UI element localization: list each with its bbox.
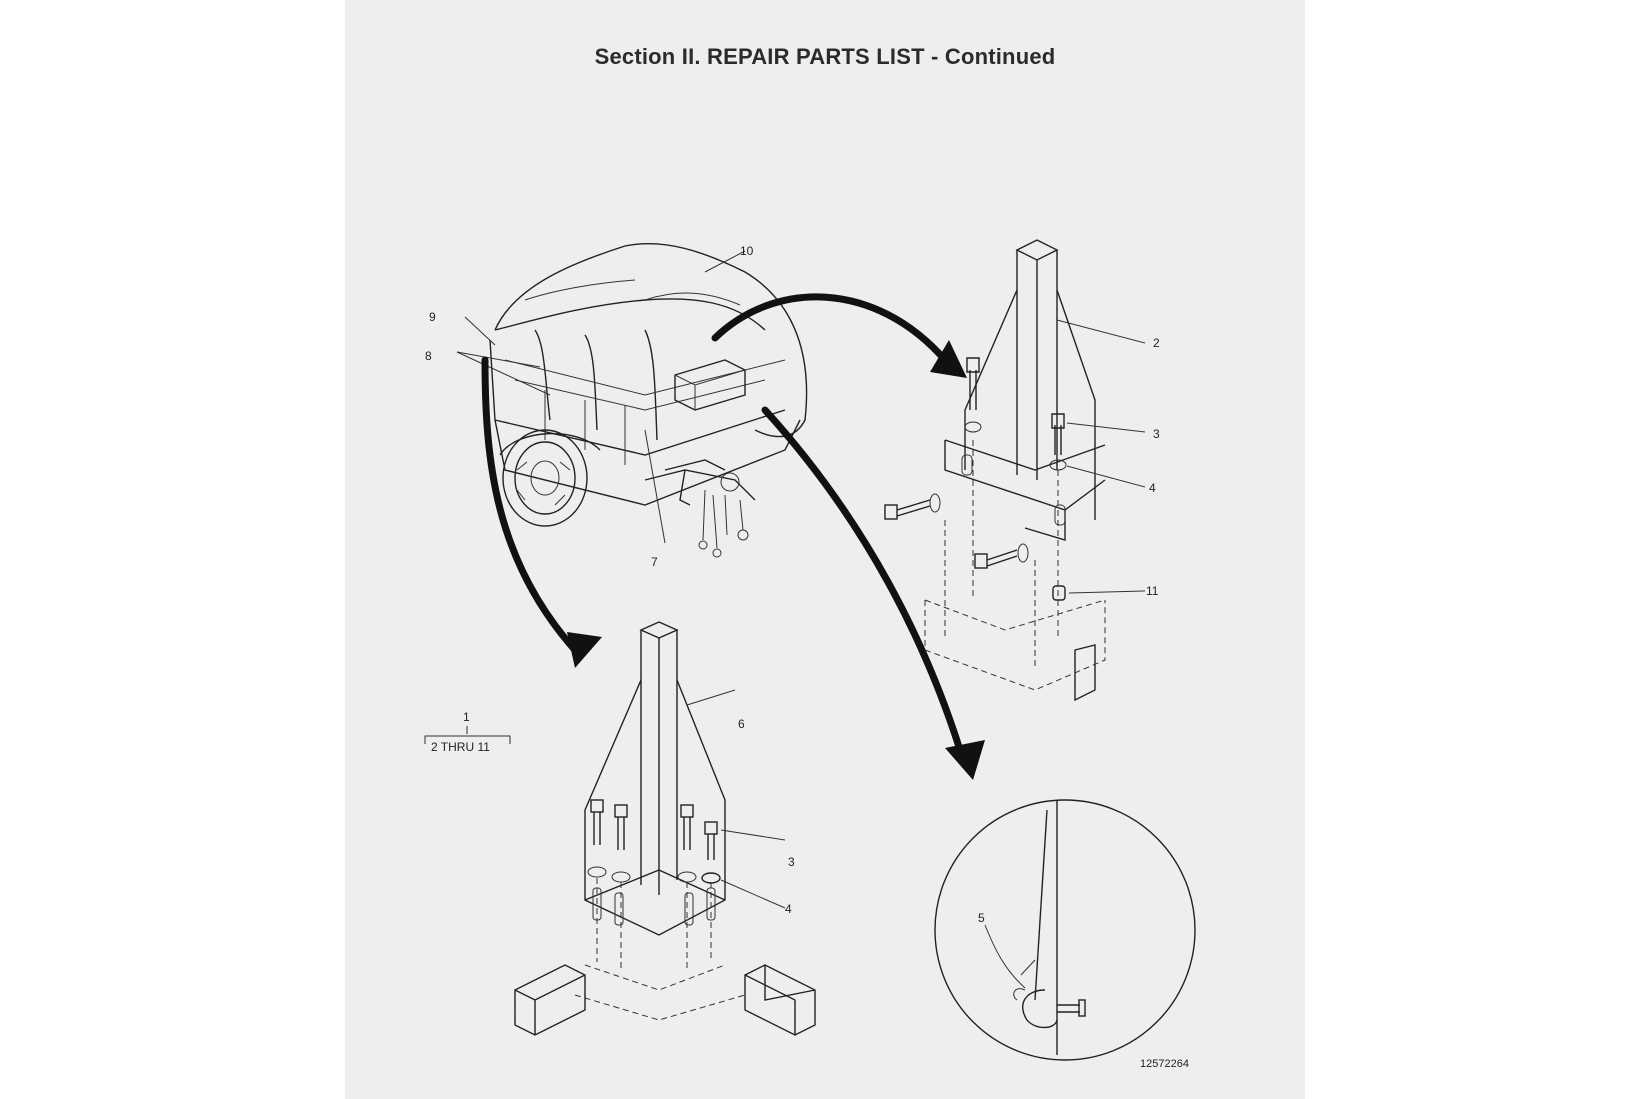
trailer-illustration xyxy=(456,243,808,558)
callout-4-upper: 4 xyxy=(1149,481,1156,495)
callout-11: 11 xyxy=(1146,584,1159,598)
callout-3-upper: 3 xyxy=(1153,427,1160,441)
exploded-parts-diagram: 10 9 8 7 2 3 4 11 6 3 4 5 1 2 THRU 11 12… xyxy=(424,239,1196,1070)
callout-7: 7 xyxy=(651,555,658,569)
callout-arrows xyxy=(481,293,985,780)
callout-2: 2 xyxy=(1153,336,1160,350)
callout-1: 1 xyxy=(463,710,470,724)
stake-bracket-rear xyxy=(884,239,1146,702)
figure-number: 12572264 xyxy=(1140,1058,1189,1070)
callout-9: 9 xyxy=(429,310,436,324)
callout-4-lower: 4 xyxy=(785,902,792,916)
stake-bracket-corner xyxy=(514,621,816,1036)
kit-bracket: 2 THRU 11 xyxy=(424,726,511,754)
kit-range-label: 2 THRU 11 xyxy=(431,740,490,754)
callout-3-lower: 3 xyxy=(788,855,795,869)
callout-5: 5 xyxy=(978,911,985,925)
detail-view-circle xyxy=(934,799,1196,1061)
callout-8: 8 xyxy=(425,349,432,363)
section-title: Section II. REPAIR PARTS LIST - Continue… xyxy=(594,44,1056,69)
callout-10: 10 xyxy=(740,244,754,258)
callout-labels: 10 9 8 7 2 3 4 11 6 3 4 5 1 xyxy=(425,244,1160,925)
callout-6: 6 xyxy=(738,717,745,731)
manual-page: Section II. REPAIR PARTS LIST - Continue… xyxy=(345,0,1305,1099)
